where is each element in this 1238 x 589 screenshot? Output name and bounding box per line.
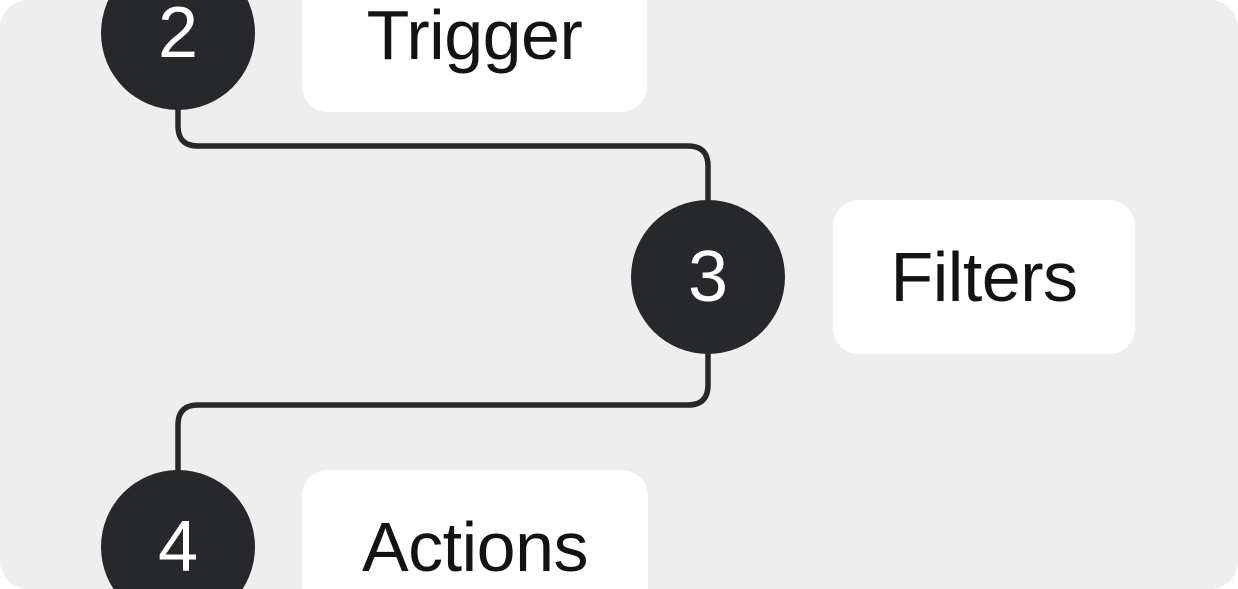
connector-trigger-to-filters [175,108,711,203]
step-number: 4 [157,507,199,587]
step-label-text: Filters [890,238,1078,316]
step-label-filters: Filters [833,200,1135,354]
step-node-actions: 4 [101,470,255,589]
step-label-trigger: Trigger [302,0,647,112]
step-label-text: Trigger [366,0,583,74]
connector-filters-to-actions [175,351,711,472]
step-label-actions: Actions [302,470,648,589]
step-label-text: Actions [361,508,589,586]
step-number: 3 [687,237,729,317]
step-number: 2 [157,0,199,73]
step-node-trigger: 2 [101,0,255,110]
step-node-filters: 3 [631,200,785,354]
